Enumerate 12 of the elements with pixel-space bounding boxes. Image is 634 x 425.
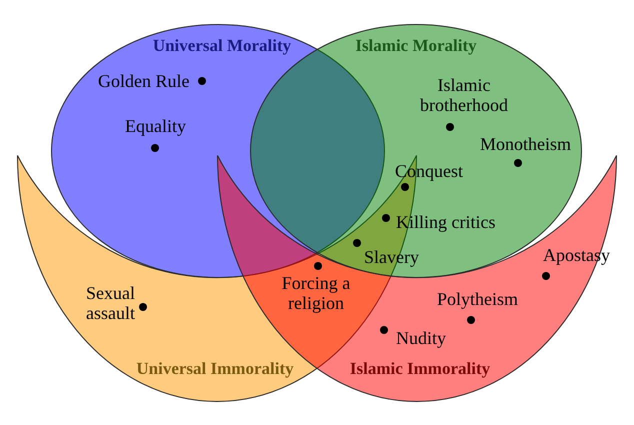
set-title: Universal Morality xyxy=(152,36,292,56)
point-label: Islamic brotherhood xyxy=(419,75,509,115)
set-title: Islamic Morality xyxy=(355,36,477,56)
point-label: Polytheism xyxy=(437,289,518,309)
point-label: Sexual assault xyxy=(86,283,136,323)
point-label: Golden Rule xyxy=(98,71,190,91)
set-title: Islamic Immorality xyxy=(350,359,490,379)
point-label: Equality xyxy=(125,116,186,136)
point-label: Forcing a religion xyxy=(280,273,352,313)
point-label: Monotheism xyxy=(480,134,572,154)
point-label: Nudity xyxy=(396,328,446,348)
set-title: Universal Immorality xyxy=(136,359,294,379)
